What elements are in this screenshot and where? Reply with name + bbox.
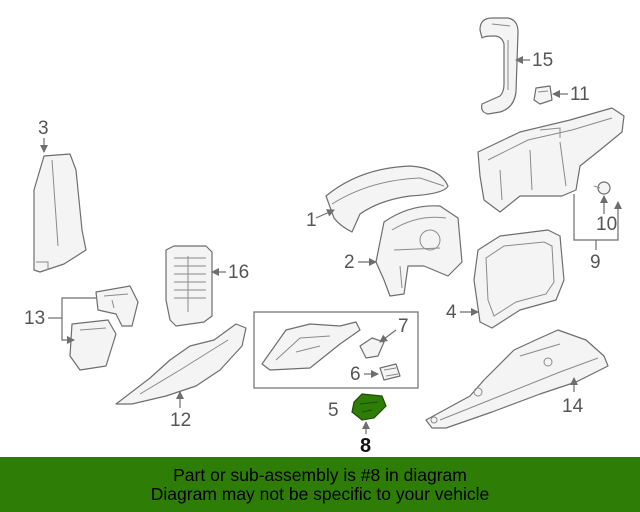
svg-text:9: 9 xyxy=(590,252,601,273)
part-13-bracket-lower[interactable] xyxy=(69,319,117,371)
callout-9: 9 xyxy=(573,194,622,273)
part-5-latch-assembly[interactable] xyxy=(261,321,361,371)
callout-16: 16 xyxy=(211,262,249,283)
svg-text:2: 2 xyxy=(344,252,355,273)
svg-text:13: 13 xyxy=(24,308,45,329)
svg-text:4: 4 xyxy=(446,302,457,323)
part-2-cluster-bezel[interactable] xyxy=(375,205,463,297)
svg-text:10: 10 xyxy=(596,214,617,235)
svg-text:14: 14 xyxy=(562,396,584,417)
part-8-highlighted[interactable] xyxy=(351,393,387,421)
callout-11: 11 xyxy=(552,84,590,105)
callout-12: 12 xyxy=(170,391,191,431)
banner-line-2: Diagram may not be specific to your vehi… xyxy=(150,483,490,504)
part-13-bracket-upper[interactable] xyxy=(95,285,139,327)
callout-3: 3 xyxy=(38,118,49,153)
part-10-push-pin[interactable] xyxy=(593,181,611,195)
callout-1: 1 xyxy=(306,209,335,231)
callout-13: 13 xyxy=(24,297,96,344)
callout-8: 8 xyxy=(360,421,371,456)
part-15-grab-handle[interactable] xyxy=(479,17,519,115)
part-6-screw[interactable] xyxy=(379,363,401,381)
part-16-air-vent[interactable] xyxy=(165,245,213,327)
svg-text:5: 5 xyxy=(328,400,339,421)
callout-15: 15 xyxy=(515,50,553,71)
part-9-glove-box-assembly[interactable] xyxy=(477,107,625,213)
callout-7: 7 xyxy=(379,316,409,343)
part-1-top-cover[interactable] xyxy=(325,165,449,233)
callout-5: 5 xyxy=(328,400,339,421)
callout-6: 6 xyxy=(350,364,379,385)
part-4-bezel-frame[interactable] xyxy=(473,229,565,329)
part-5-latch-assembly-box xyxy=(253,311,419,389)
svg-text:1: 1 xyxy=(306,210,317,231)
callout-2: 2 xyxy=(344,252,377,273)
part-11-clip[interactable] xyxy=(533,85,553,105)
part-7-handle[interactable] xyxy=(359,337,385,359)
svg-text:3: 3 xyxy=(38,118,49,139)
svg-text:12: 12 xyxy=(170,410,191,431)
exploded-parts-diagram: 15 11 3 1 xyxy=(24,17,625,456)
info-banner: Part or sub-assembly is #8 in diagram Di… xyxy=(0,457,640,512)
callout-4: 4 xyxy=(446,302,479,323)
svg-text:15: 15 xyxy=(532,50,553,71)
part-3-side-trim-panel[interactable] xyxy=(33,153,87,273)
svg-text:11: 11 xyxy=(570,84,590,105)
svg-text:16: 16 xyxy=(228,262,249,283)
callout-10: 10 xyxy=(596,195,617,235)
svg-text:7: 7 xyxy=(398,316,409,337)
part-12-lower-trim-panel[interactable] xyxy=(115,323,247,405)
svg-text:8: 8 xyxy=(360,435,371,456)
banner-line-1: Part or sub-assembly is #8 in diagram xyxy=(173,464,467,485)
part-14-lower-panel[interactable] xyxy=(425,329,609,429)
callout-14: 14 xyxy=(562,377,584,417)
svg-text:6: 6 xyxy=(350,364,361,385)
